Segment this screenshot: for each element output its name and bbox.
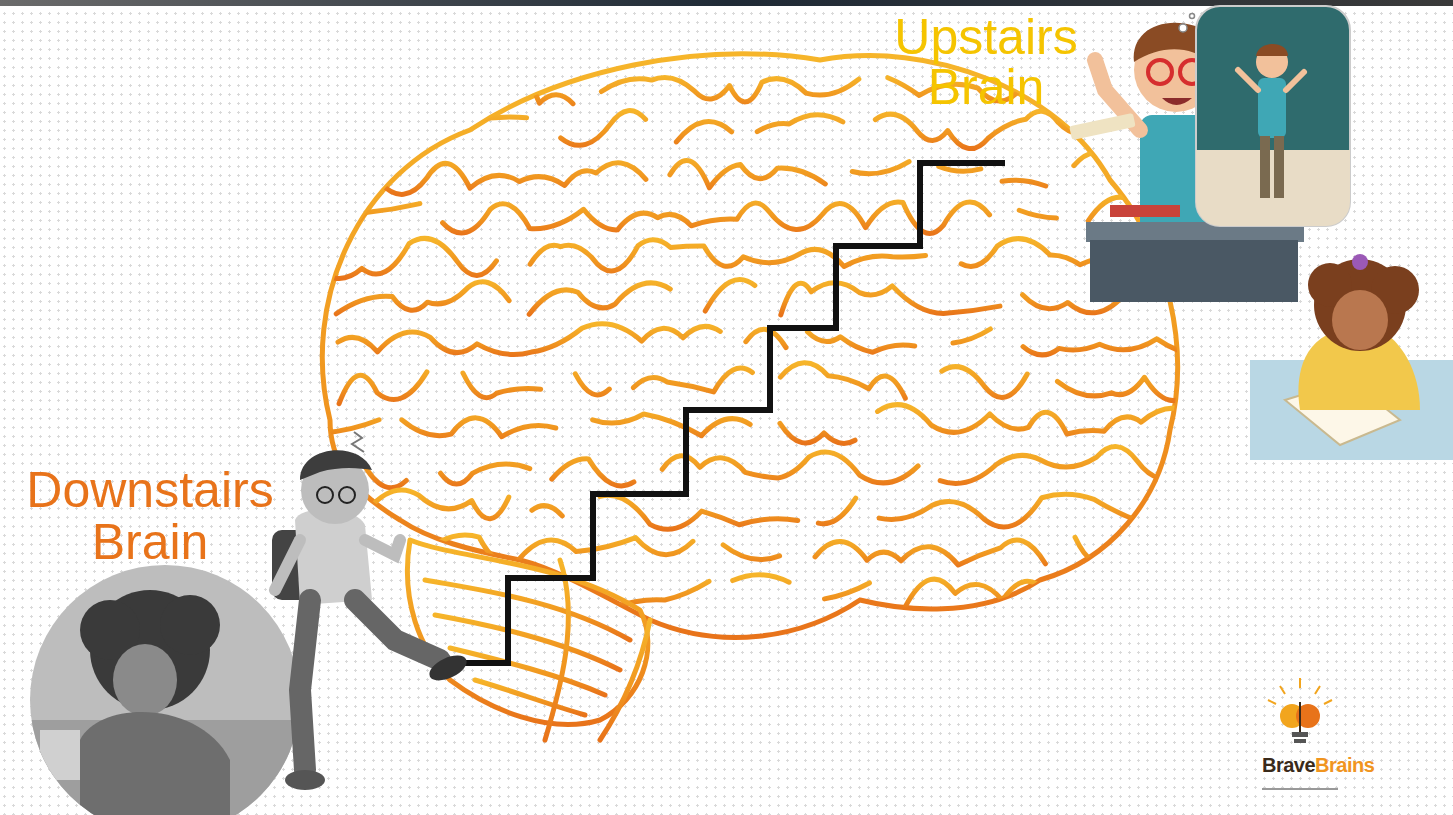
logo-word: Brave [1262, 754, 1315, 776]
brain-fold [339, 363, 1229, 404]
downstairs-girl-illustration [30, 565, 300, 815]
thought-bubble [1179, 6, 1350, 230]
upstairs-boy-illustration [1069, 23, 1304, 302]
staircase [460, 163, 1005, 663]
logo-word: Brains [1315, 754, 1374, 776]
logo-text: BraveBrains [1262, 754, 1342, 777]
downstairs-brain-label: Downstairs Brain [0, 464, 318, 568]
brain-fold [320, 76, 1219, 112]
downstairs-boy-illustration [272, 432, 470, 790]
upstairs-brain-label: Upstairs Brain [872, 12, 1100, 112]
brain-fold [309, 111, 1227, 150]
brain-fold [318, 447, 1237, 488]
brain-fold [335, 153, 1211, 195]
brain-fold [336, 535, 1225, 568]
reading-girl-illustration [1250, 254, 1453, 460]
brain-fold [309, 490, 1213, 529]
brain-fold [339, 575, 1243, 611]
brain-outline [307, 54, 1253, 740]
